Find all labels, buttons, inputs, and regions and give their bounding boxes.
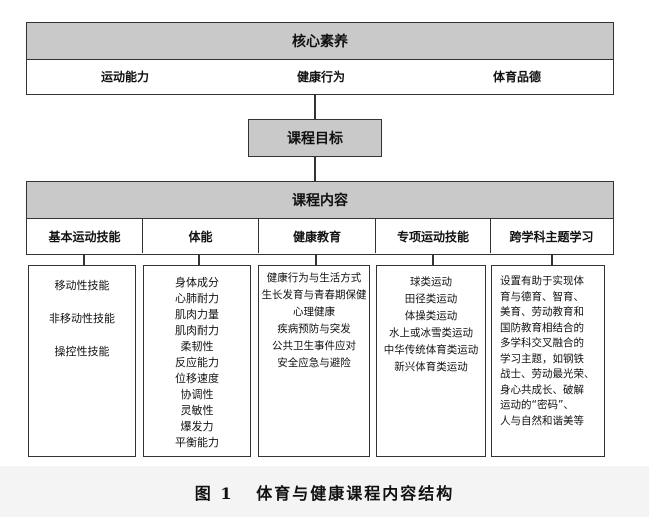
detail-health-item: 健康行为与生活方式 — [266, 272, 362, 284]
core-literacy-title: 核心素养 — [292, 34, 348, 50]
connector-core-goal — [314, 95, 316, 119]
category-special-skills: 专项运动技能 — [376, 219, 491, 253]
detail-cross-line: 美育、劳动教育和 — [500, 306, 584, 318]
detail-special-item: 水上或冰雪类运动 — [389, 327, 473, 339]
detail-health-item: 疾病预防与突发 — [277, 323, 351, 335]
detail-cross-line: 学习主题，如钢铁 — [500, 352, 584, 365]
detail-special-item: 中华传统体育类运动 — [383, 344, 479, 356]
detail-health-item: 公共卫生事件应对 — [272, 340, 356, 352]
detail-special-item: 体操类运动 — [404, 310, 458, 322]
content-categories-row: 基本运动技能 体能 健康教育 专项运动技能 跨学科主题学习 — [26, 218, 614, 255]
detail-fitness-item: 身体成分 — [175, 276, 219, 289]
course-goal-title: 课程目标 — [287, 131, 343, 147]
core-literacy-items-row: 运动能力 健康行为 体育品德 — [26, 59, 614, 95]
figure-caption: 图 1 体育与健康课程内容结构 — [0, 466, 649, 517]
category-health-education: 健康教育 — [259, 219, 376, 253]
detail-fitness-item: 肌肉耐力 — [175, 324, 219, 337]
detail-cross-line: 设置有助于实现体 — [500, 275, 584, 287]
connector-special — [432, 255, 434, 265]
detail-fitness-item: 平衡能力 — [175, 436, 219, 449]
course-content-title: 课程内容 — [292, 193, 348, 209]
detail-special-skills: 球类运动 田径类运动 体操类运动 水上或冰雪类运动 中华传统体育类运动 新兴体育… — [376, 265, 486, 457]
connector-basic — [83, 255, 85, 265]
detail-cross-discipline: 设置有助于实现体 育与德育、智育、 美育、劳动教育和 国防教育相结合的 多学科交… — [491, 265, 605, 457]
detail-cross-line: 身心共成长、破解 — [500, 383, 584, 396]
core-literacy-header: 核心素养 — [26, 22, 614, 60]
detail-fitness-item: 协调性 — [180, 388, 214, 401]
detail-cross-line: 育与德育、智育、 — [500, 290, 584, 303]
course-content-header: 课程内容 — [26, 181, 614, 219]
detail-fitness-item: 柔韧性 — [180, 340, 214, 353]
detail-cross-line: 国防教育相结合的 — [500, 321, 584, 334]
detail-basic-item: 移动性技能 — [54, 279, 110, 292]
connector-goal-content — [314, 156, 316, 182]
detail-cross-line: 人与自然和谐美等 — [500, 414, 584, 427]
detail-cross-line: 运动的“密码”、 — [500, 399, 574, 411]
detail-fitness-item: 反应能力 — [175, 356, 219, 369]
detail-fitness-item: 肌肉力量 — [175, 308, 219, 321]
category-basic-skills: 基本运动技能 — [27, 219, 143, 253]
detail-fitness-item: 位移速度 — [175, 372, 219, 385]
connector-fitness — [198, 255, 200, 265]
detail-special-item: 田径类运动 — [404, 293, 458, 305]
category-fitness: 体能 — [143, 219, 259, 253]
detail-fitness: 身体成分 心肺耐力 肌肉力量 肌肉耐力 柔韧性 反应能力 位移速度 协调性 灵敏… — [143, 265, 251, 457]
detail-health-item: 生长发育与青春期保健 — [261, 289, 367, 301]
detail-fitness-item: 爆发力 — [180, 420, 214, 433]
detail-health-item: 心理健康 — [293, 306, 335, 318]
course-goal-box: 课程目标 — [248, 119, 382, 157]
detail-cross-line: 多学科交叉融合的 — [500, 337, 584, 349]
detail-cross-line: 战士、劳动最光荣、 — [500, 368, 595, 380]
connector-cross — [551, 255, 553, 265]
detail-basic-skills: 移动性技能 非移动性技能 操控性技能 — [28, 265, 136, 457]
detail-special-item: 新兴体育类运动 — [394, 361, 468, 373]
connector-health — [315, 255, 317, 265]
category-cross-discipline: 跨学科主题学习 — [509, 229, 594, 244]
core-item-health-behavior: 健康行为 — [296, 70, 345, 84]
detail-special-item: 球类运动 — [410, 276, 452, 288]
detail-health-item: 安全应急与避险 — [277, 357, 351, 369]
core-item-sport-ethics: 体育品德 — [492, 70, 541, 84]
detail-basic-item: 非移动性技能 — [49, 312, 115, 325]
core-item-sport-ability: 运动能力 — [100, 70, 149, 84]
detail-health-education: 健康行为与生活方式 生长发育与青春期保健 心理健康 疾病预防与突发 公共卫生事件… — [258, 265, 370, 457]
detail-basic-item: 操控性技能 — [54, 345, 110, 358]
detail-fitness-item: 心肺耐力 — [175, 292, 219, 305]
detail-fitness-item: 灵敏性 — [180, 404, 214, 417]
